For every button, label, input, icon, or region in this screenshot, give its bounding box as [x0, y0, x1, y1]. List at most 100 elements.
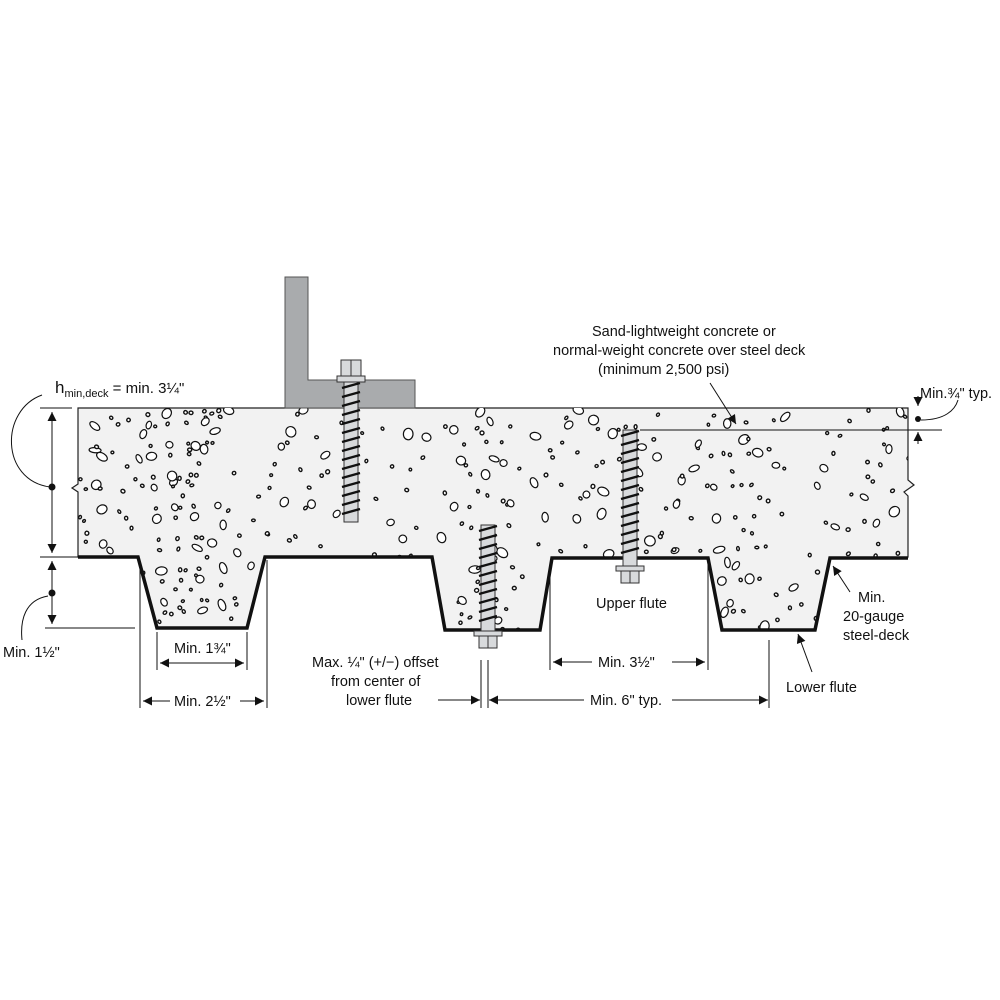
aggregate-stone	[688, 515, 694, 521]
min-2-5-label: Min. 2½"	[174, 694, 231, 710]
aggregate-stone	[365, 622, 371, 628]
aggregate-stone	[499, 440, 504, 445]
aggregate-stone	[607, 427, 618, 440]
aggregate-stone	[741, 527, 746, 533]
aggregate-stone	[865, 474, 871, 480]
aggregate-stone	[779, 511, 785, 517]
aggregate-stone	[120, 488, 126, 494]
aggregate-stone	[449, 501, 459, 512]
aggregate-stone	[746, 436, 751, 442]
aggregate-stone	[217, 414, 223, 420]
aggregate-stone	[700, 579, 706, 585]
min-1-75-label: Min. 1¾"	[174, 641, 231, 657]
min-6-label: Min. 6" typ.	[590, 693, 662, 709]
aggregate-stone	[216, 408, 222, 414]
aggregate-stone	[201, 408, 207, 414]
aggregate-stone	[276, 566, 282, 572]
aggregate-stone	[875, 541, 881, 547]
aggregate-stone	[509, 565, 516, 570]
aggregate-stone	[178, 505, 183, 510]
aggregate-stone	[145, 451, 158, 461]
aggregate-stone	[671, 547, 677, 553]
aggregate-stone	[279, 496, 290, 508]
aggregate-stone	[404, 487, 410, 493]
aggregate-stone	[91, 580, 97, 586]
aggregate-stone	[380, 426, 385, 431]
aggregate-stone	[188, 587, 193, 592]
aggregate-stone	[763, 544, 768, 549]
aggregate-stone	[295, 411, 300, 417]
aggregate-stone	[859, 493, 869, 502]
aggregate-stone	[706, 422, 711, 427]
offset-label-line1: Max. ¼" (+/−) offset	[312, 655, 439, 671]
aggregate-stone	[598, 578, 604, 583]
aggregate-stone	[630, 611, 640, 624]
aggregate-stone	[686, 566, 695, 574]
aggregate-stone	[402, 427, 414, 441]
aggregate-stone	[566, 575, 573, 582]
aggregate-stone	[485, 493, 490, 498]
aggregate-stone	[828, 581, 836, 592]
aggregate-stone	[214, 501, 222, 510]
aggregate-stone	[178, 577, 184, 583]
aggregate-stone	[286, 538, 293, 543]
aggregate-stone	[623, 424, 628, 430]
aggregate-stone	[180, 599, 186, 604]
aggregate-stone	[412, 581, 417, 586]
aggregate-stone	[529, 431, 542, 441]
aggregate-stone	[115, 421, 121, 427]
aggregate-stone	[153, 424, 158, 429]
aggregate-stone	[638, 486, 644, 492]
aggregate-stone	[197, 606, 209, 615]
aggregate-stone	[766, 446, 772, 452]
aggregate-stone	[572, 513, 582, 524]
aggregate-stone	[123, 515, 129, 521]
aggregate-stone	[563, 420, 574, 430]
aggregate-stone	[878, 462, 883, 468]
aggregate-stone	[168, 611, 174, 617]
aggregate-stone	[189, 483, 195, 488]
aggregate-stone	[398, 534, 408, 544]
aggregate-stone	[96, 590, 102, 596]
aggregate-stone	[564, 415, 569, 421]
aggregate-stone	[86, 579, 93, 588]
aggregate-stone	[183, 409, 189, 415]
min-3-5-label: Min. 3½"	[598, 655, 655, 671]
aggregate-stone	[486, 416, 494, 427]
aggregate-stone	[655, 579, 661, 585]
aggregate-stone	[199, 597, 204, 603]
concrete-label-line1: Sand-lightweight concrete or	[592, 324, 776, 340]
aggregate-stone	[177, 567, 183, 573]
aggregate-stone	[89, 421, 101, 432]
anchor-upper-flute	[615, 429, 645, 584]
aggregate-stone	[468, 471, 473, 477]
aggregate-stone	[318, 544, 323, 549]
aggregate-stone	[633, 423, 638, 430]
aggregate-stone	[906, 455, 912, 462]
aggregate-stone	[389, 464, 395, 469]
aggregate-stone	[204, 554, 210, 560]
aggregate-stone	[304, 617, 310, 622]
aggregate-stone	[218, 561, 228, 575]
aggregate-stone	[232, 596, 238, 601]
aggregate-stone	[594, 463, 599, 469]
deck-label-line2: 20-gauge	[843, 609, 904, 625]
aggregate-stone	[375, 618, 381, 624]
aggregate-stone	[442, 490, 448, 496]
aggregate-stone	[228, 616, 234, 622]
aggregate-stone	[267, 485, 272, 491]
aggregate-stone	[183, 568, 188, 573]
aggregate-stone	[837, 433, 843, 438]
aggregate-stone	[711, 513, 722, 524]
aggregate-stone	[731, 560, 741, 571]
aggregate-stone	[209, 427, 221, 436]
aggregate-stone	[461, 442, 467, 447]
aggregate-stone	[204, 598, 210, 603]
aggregate-stone	[255, 494, 262, 499]
min-3-4-label: Min.¾" typ.	[920, 386, 992, 402]
aggregate-stone	[480, 469, 491, 481]
aggregate-stone	[773, 592, 779, 598]
aggregate-stone	[681, 589, 691, 600]
aggregate-stone	[175, 535, 180, 542]
aggregate-stone	[782, 466, 787, 471]
